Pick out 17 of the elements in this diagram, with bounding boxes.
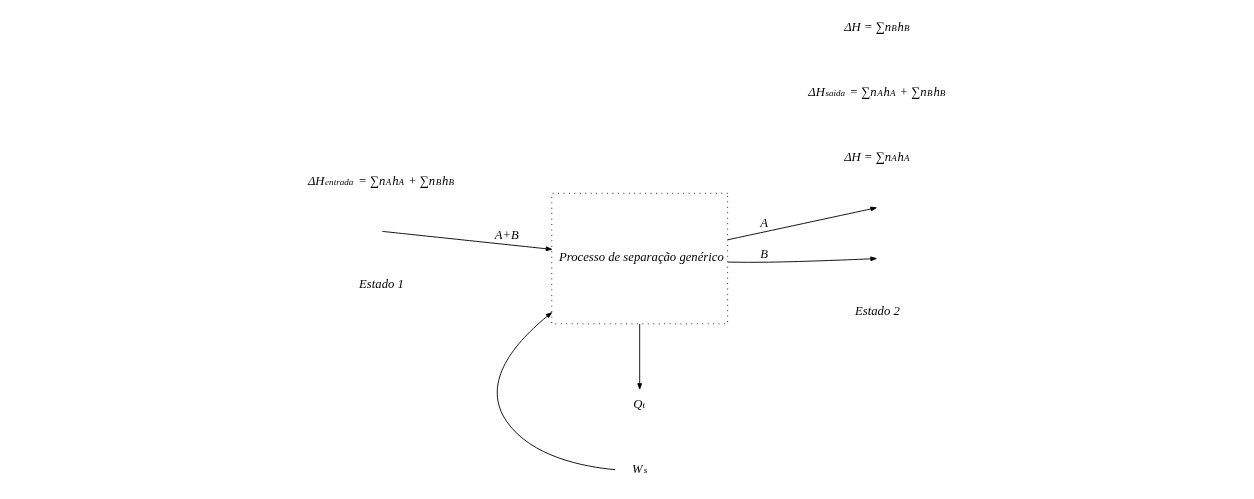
edge-label: B: [760, 246, 769, 261]
arrow: [727, 256, 877, 263]
edge-label: A: [760, 216, 769, 231]
label: ΔH = ∑nAhA: [844, 150, 910, 165]
node-text: Ws: [631, 462, 648, 477]
label: ΔH = ∑nBhB: [844, 19, 910, 34]
label: Estado 1: [359, 277, 404, 292]
label: ΔHsaida = ∑nAhA + ∑nBhB: [808, 85, 946, 100]
arrow: [381, 230, 553, 252]
label: ΔHentrada = ∑nAhA + ∑nBhB: [307, 173, 454, 188]
arrow: [637, 323, 643, 390]
node-text: Qt: [633, 396, 645, 411]
edge-label: A+B: [494, 227, 519, 242]
node-box: Processo de separação genérico: [551, 192, 729, 325]
arrow: [496, 312, 616, 471]
arrow: [727, 206, 877, 241]
label: Estado 2: [855, 304, 900, 319]
